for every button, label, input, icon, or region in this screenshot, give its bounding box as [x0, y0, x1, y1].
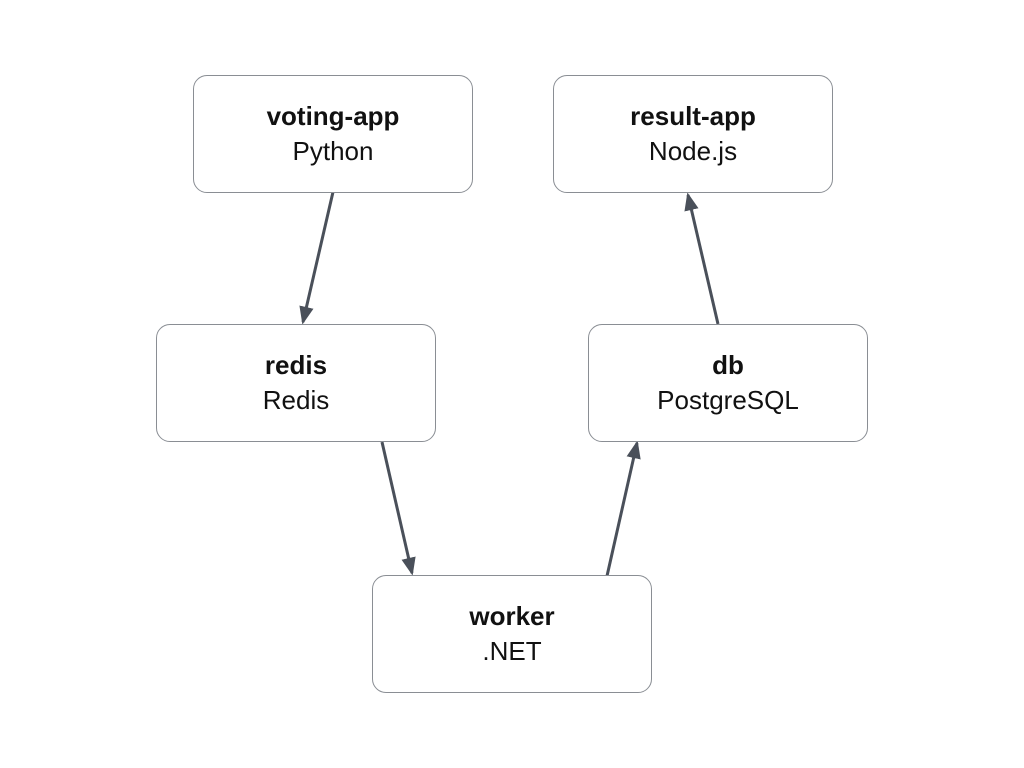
node-worker: worker .NET — [372, 575, 652, 693]
edge-db-to-result-app — [684, 192, 720, 325]
node-subtitle: Node.js — [648, 136, 738, 166]
node-subtitle: Redis — [262, 385, 330, 415]
node-title: voting-app — [266, 101, 400, 131]
edge-redis-to-worker — [380, 441, 416, 576]
node-result-app: result-app Node.js — [553, 75, 833, 193]
node-voting-app: voting-app Python — [193, 75, 473, 193]
edge-voting-app-to-redis — [299, 191, 335, 325]
node-subtitle: Python — [292, 136, 374, 166]
node-redis: redis Redis — [156, 324, 436, 442]
edge-worker-to-db — [605, 440, 641, 577]
node-title: redis — [264, 350, 328, 380]
node-subtitle: .NET — [482, 636, 542, 666]
node-title: worker — [469, 601, 555, 631]
node-db: db PostgreSQL — [588, 324, 868, 442]
node-title: db — [712, 350, 744, 380]
node-subtitle: PostgreSQL — [657, 385, 799, 415]
node-title: result-app — [630, 101, 756, 131]
